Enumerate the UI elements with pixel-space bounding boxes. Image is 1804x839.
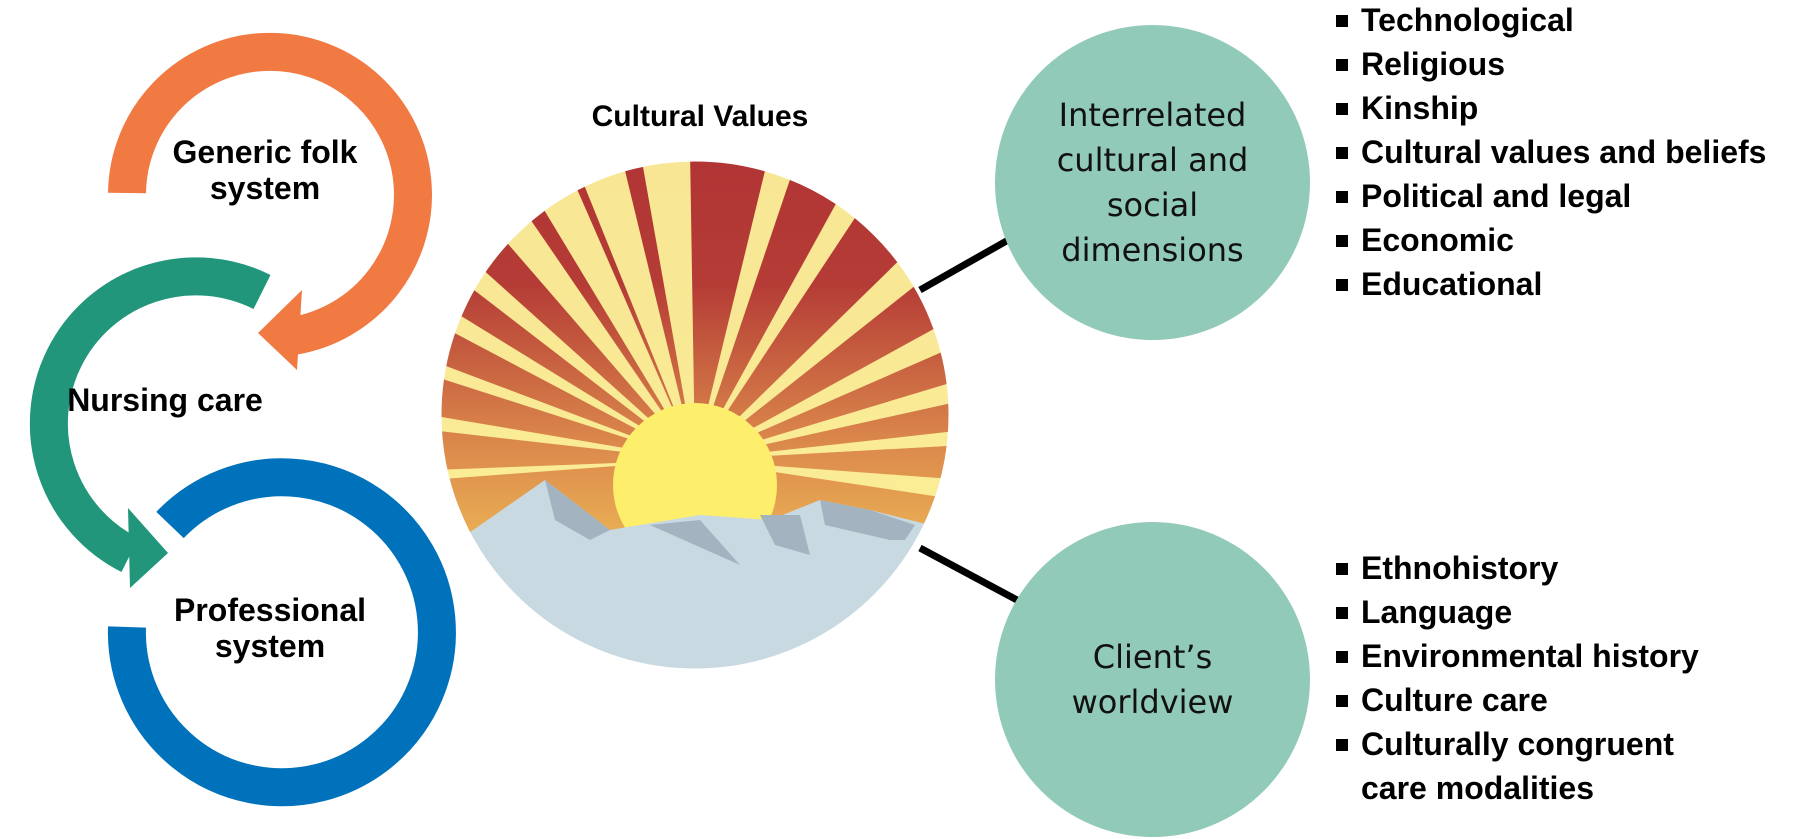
circle-line: worldview xyxy=(1071,682,1234,721)
list-item-text: Economic xyxy=(1361,222,1514,258)
circle-line: Interrelated xyxy=(1058,95,1247,134)
list-item: Environmental history xyxy=(1336,634,1741,678)
list-item: Religious xyxy=(1336,42,1766,86)
arrow-generic-folk xyxy=(108,32,432,370)
bullet-icon xyxy=(1336,191,1348,203)
list-item-text: Cultural values and beliefs xyxy=(1361,134,1767,170)
label-generic-folk-system: Generic folk system xyxy=(150,134,380,206)
bullet-icon xyxy=(1336,235,1348,247)
dimensions-circle: Interrelated cultural and social dimensi… xyxy=(995,25,1310,340)
circle-line: cultural and xyxy=(1056,140,1249,179)
bullet-icon xyxy=(1336,15,1348,27)
worldview-circle: Client’s worldview xyxy=(995,522,1310,837)
label-line: Nursing care xyxy=(67,382,263,418)
list-item: Educational xyxy=(1336,262,1766,306)
list-item: Cultural values and beliefs xyxy=(1336,130,1766,174)
connector-dimensions xyxy=(918,231,1019,294)
bullet-icon xyxy=(1336,607,1348,619)
list-item: Technological xyxy=(1336,0,1766,42)
list-item: Language xyxy=(1336,590,1741,634)
label-professional-system: Professional system xyxy=(150,592,390,664)
list-item-text: Environmental history xyxy=(1361,638,1699,674)
worldview-list: Ethnohistory Language Environmental hist… xyxy=(1336,546,1741,810)
list-item: Culture care xyxy=(1336,678,1741,722)
connector-worldview xyxy=(918,544,1019,604)
list-item-text: Ethnohistory xyxy=(1361,550,1559,586)
list-item-text: Technological xyxy=(1361,2,1574,38)
dimensions-list: Technological Religious Kinship Cultural… xyxy=(1336,0,1766,306)
label-line: system xyxy=(214,628,326,664)
circle-line: dimensions xyxy=(1061,230,1244,269)
bullet-icon xyxy=(1336,695,1348,707)
list-item-text: Educational xyxy=(1361,266,1543,302)
list-item-text: Culturally congruent care modalities xyxy=(1361,726,1674,806)
list-item-text: Religious xyxy=(1361,46,1506,82)
label-line: Professional xyxy=(173,592,367,628)
bullet-icon xyxy=(1336,103,1348,115)
list-item-text: Language xyxy=(1361,594,1513,630)
arrow-nursing-care xyxy=(29,257,271,588)
list-item-text: Culture care xyxy=(1361,682,1548,718)
arrow-professional-system xyxy=(107,458,456,807)
list-item: Economic xyxy=(1336,218,1766,262)
label-line: system xyxy=(209,170,321,206)
circle-line: Client’s xyxy=(1092,637,1213,676)
bullet-icon xyxy=(1336,59,1348,71)
label-nursing-care: Nursing care xyxy=(55,382,275,418)
list-item: Political and legal xyxy=(1336,174,1766,218)
label-line: Generic folk xyxy=(172,134,358,170)
sunrise-illustration xyxy=(440,160,950,670)
bullet-icon xyxy=(1336,279,1348,291)
list-item: Ethnohistory xyxy=(1336,546,1741,590)
cultural-values-title: Cultural Values xyxy=(591,100,809,133)
list-item: Culturally congruent care modalities xyxy=(1336,722,1741,810)
list-item-text: Political and legal xyxy=(1361,178,1632,214)
list-item-text: Kinship xyxy=(1361,90,1479,126)
bullet-icon xyxy=(1336,739,1348,751)
list-item: Kinship xyxy=(1336,86,1766,130)
bullet-icon xyxy=(1336,651,1348,663)
circle-line: social xyxy=(1106,185,1199,224)
bullet-icon xyxy=(1336,563,1348,575)
bullet-icon xyxy=(1336,147,1348,159)
